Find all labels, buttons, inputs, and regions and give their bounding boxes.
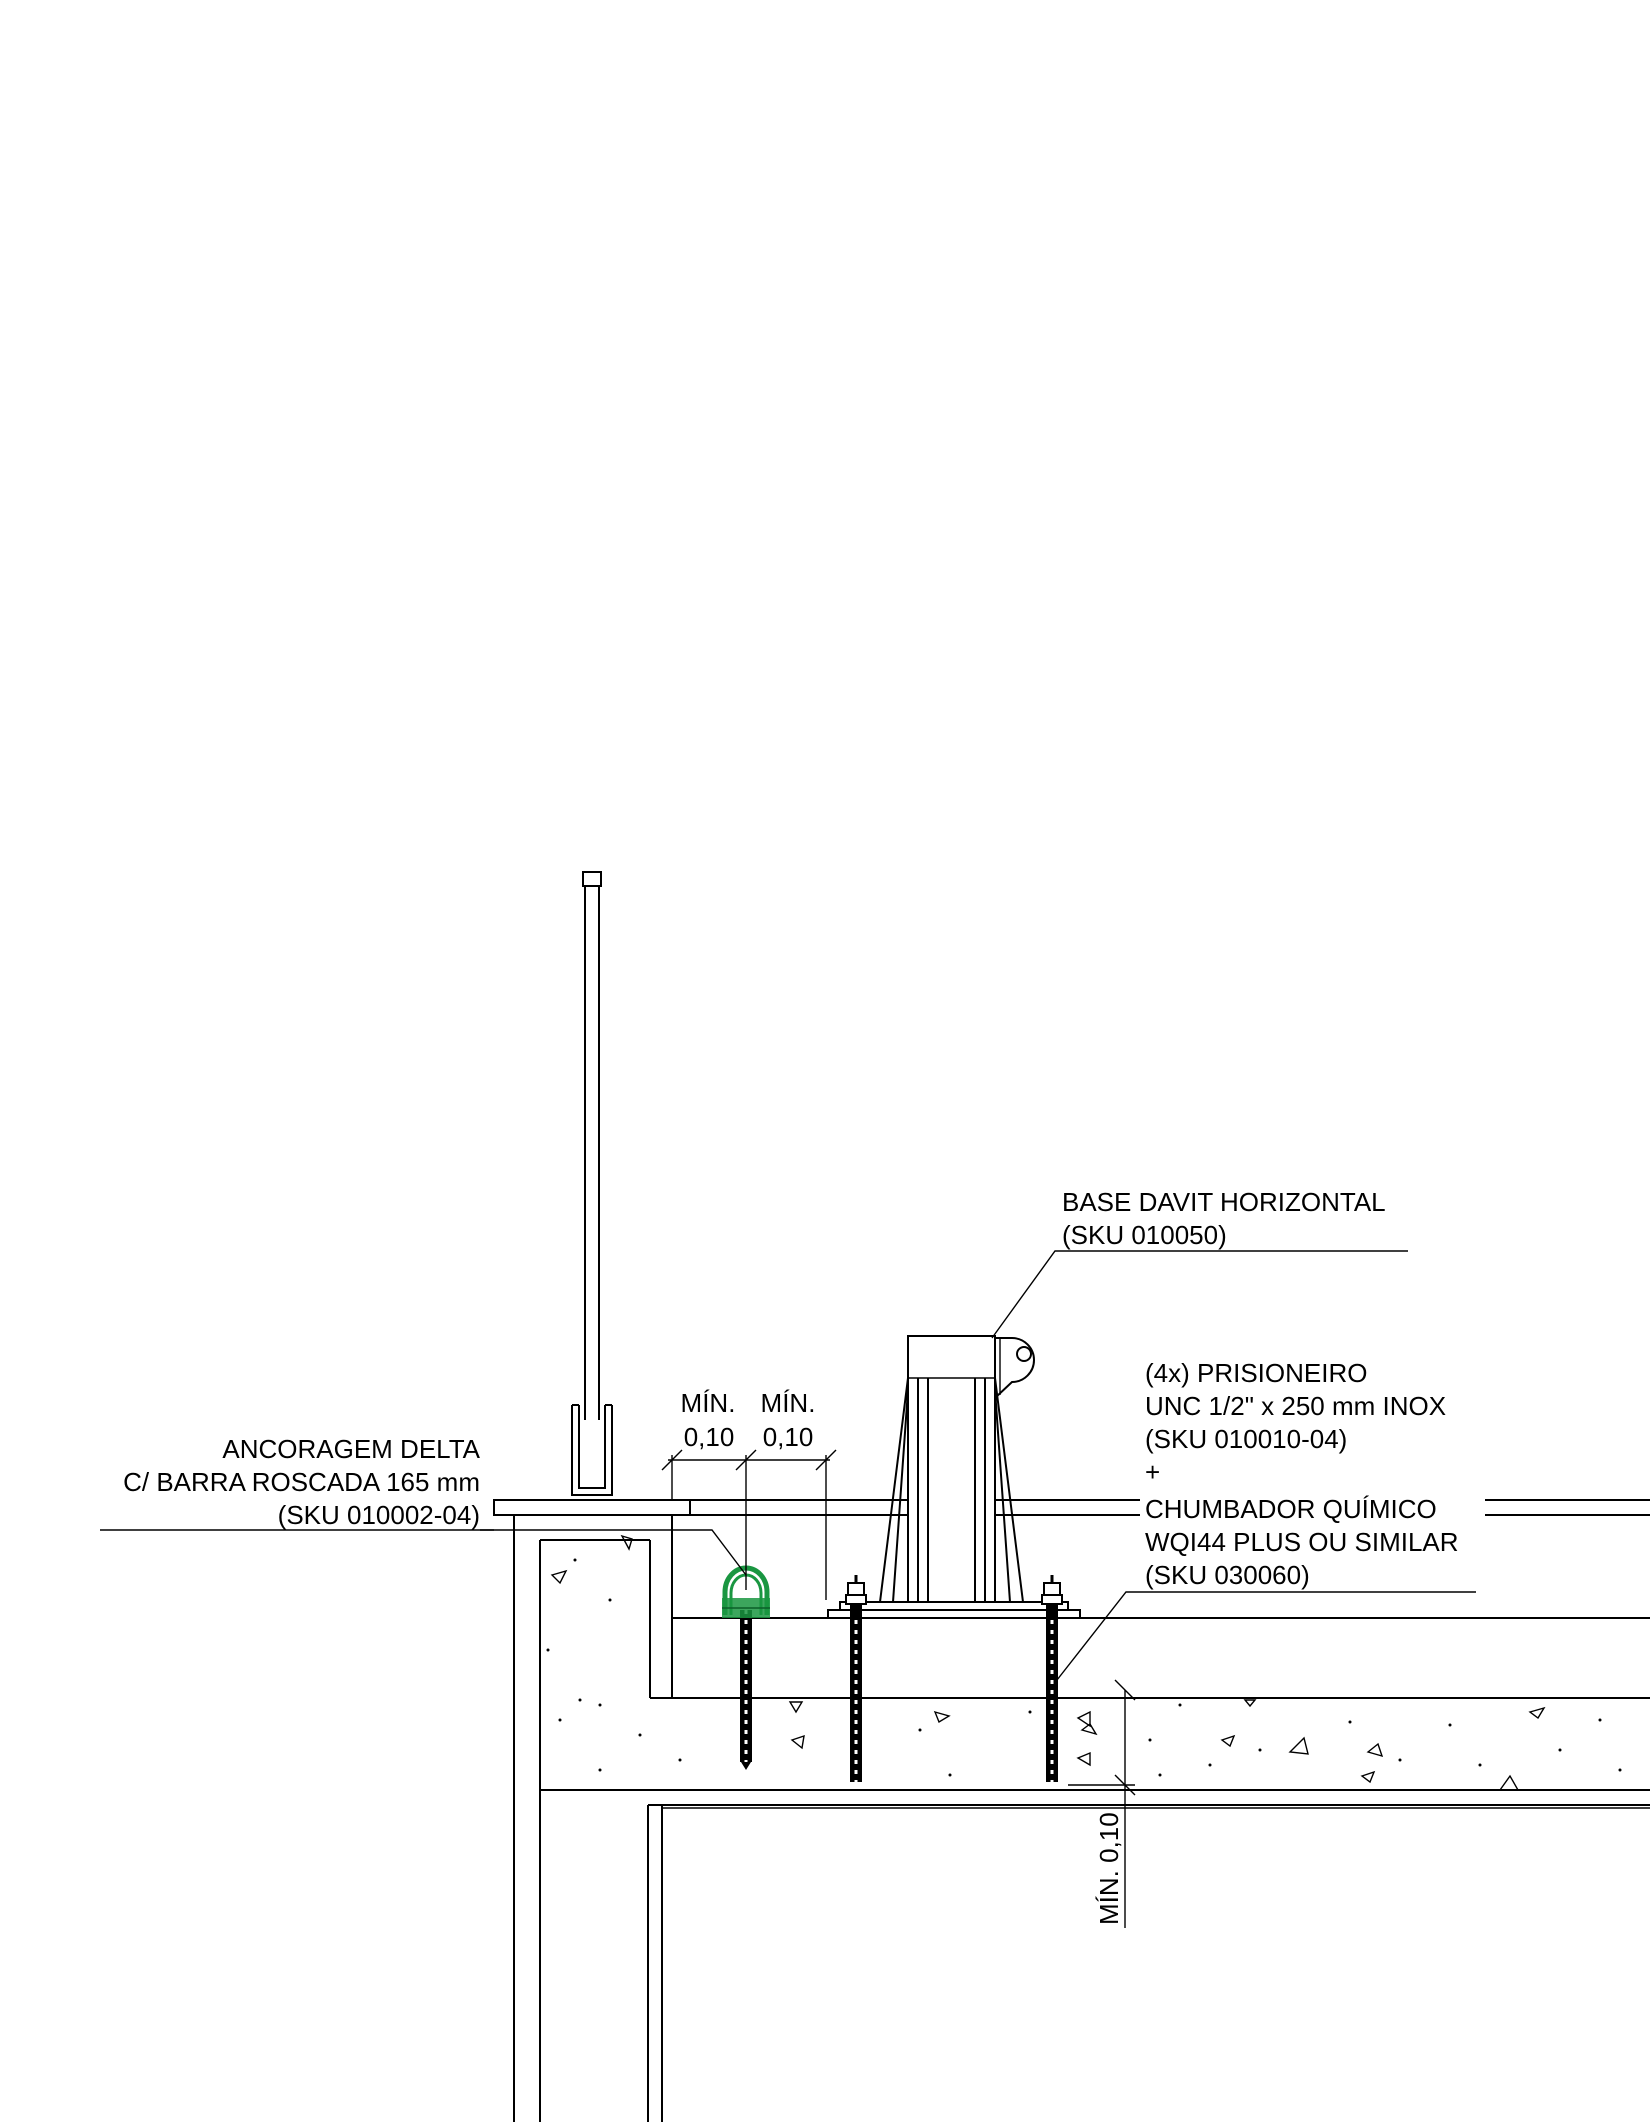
ancoragem-line1: ANCORAGEM DELTA bbox=[222, 1434, 480, 1464]
ancoragem-line3: (SKU 010002-04) bbox=[278, 1500, 480, 1530]
dim-min-value-1: 0,10 bbox=[684, 1422, 735, 1452]
dim-min-label-1: MÍN. bbox=[681, 1388, 736, 1418]
base-davit-line2: (SKU 010050) bbox=[1062, 1220, 1227, 1250]
ancoragem-line2: C/ BARRA ROSCADA 165 mm bbox=[123, 1467, 480, 1497]
stud-left bbox=[845, 1575, 867, 1782]
stud-right bbox=[1041, 1575, 1063, 1782]
guardrail-post bbox=[571, 871, 613, 1496]
label-prisioneiro: (4x) PRISIONEIRO UNC 1/2" x 250 mm INOX … bbox=[1145, 1358, 1459, 1590]
prisioneiro-line6: WQI44 PLUS OU SIMILAR bbox=[1145, 1527, 1459, 1557]
dim-min-value-2: 0,10 bbox=[763, 1422, 814, 1452]
prisioneiro-line2: UNC 1/2" x 250 mm INOX bbox=[1145, 1391, 1446, 1421]
base-davit-line1: BASE DAVIT HORIZONTAL bbox=[1062, 1187, 1386, 1217]
leader-lines bbox=[480, 1250, 1476, 1681]
prisioneiro-line1: (4x) PRISIONEIRO bbox=[1145, 1358, 1367, 1388]
prisioneiro-line7: (SKU 030060) bbox=[1145, 1560, 1310, 1590]
davit-base bbox=[827, 1335, 1081, 1619]
prisioneiro-line4: + bbox=[1145, 1457, 1160, 1487]
delta-anchor bbox=[722, 1565, 770, 1770]
label-base-davit: BASE DAVIT HORIZONTAL (SKU 010050) bbox=[1062, 1187, 1386, 1250]
dimension-vertical: MÍN. 0,10 bbox=[1068, 1679, 1136, 1928]
dim-min-label-2: MÍN. bbox=[761, 1388, 816, 1418]
parapet-wall bbox=[513, 1515, 1650, 2122]
prisioneiro-line3: (SKU 010010-04) bbox=[1145, 1424, 1347, 1454]
dim-min-vertical: MÍN. 0,10 bbox=[1094, 1812, 1124, 1925]
prisioneiro-line5: CHUMBADOR QUÍMICO bbox=[1145, 1494, 1437, 1524]
label-ancoragem: ANCORAGEM DELTA C/ BARRA ROSCADA 165 mm … bbox=[123, 1434, 481, 1530]
concrete-texture bbox=[546, 1534, 1622, 1791]
dimension-horizontal: MÍN. 0,10 MÍN. 0,10 bbox=[661, 1388, 837, 1600]
